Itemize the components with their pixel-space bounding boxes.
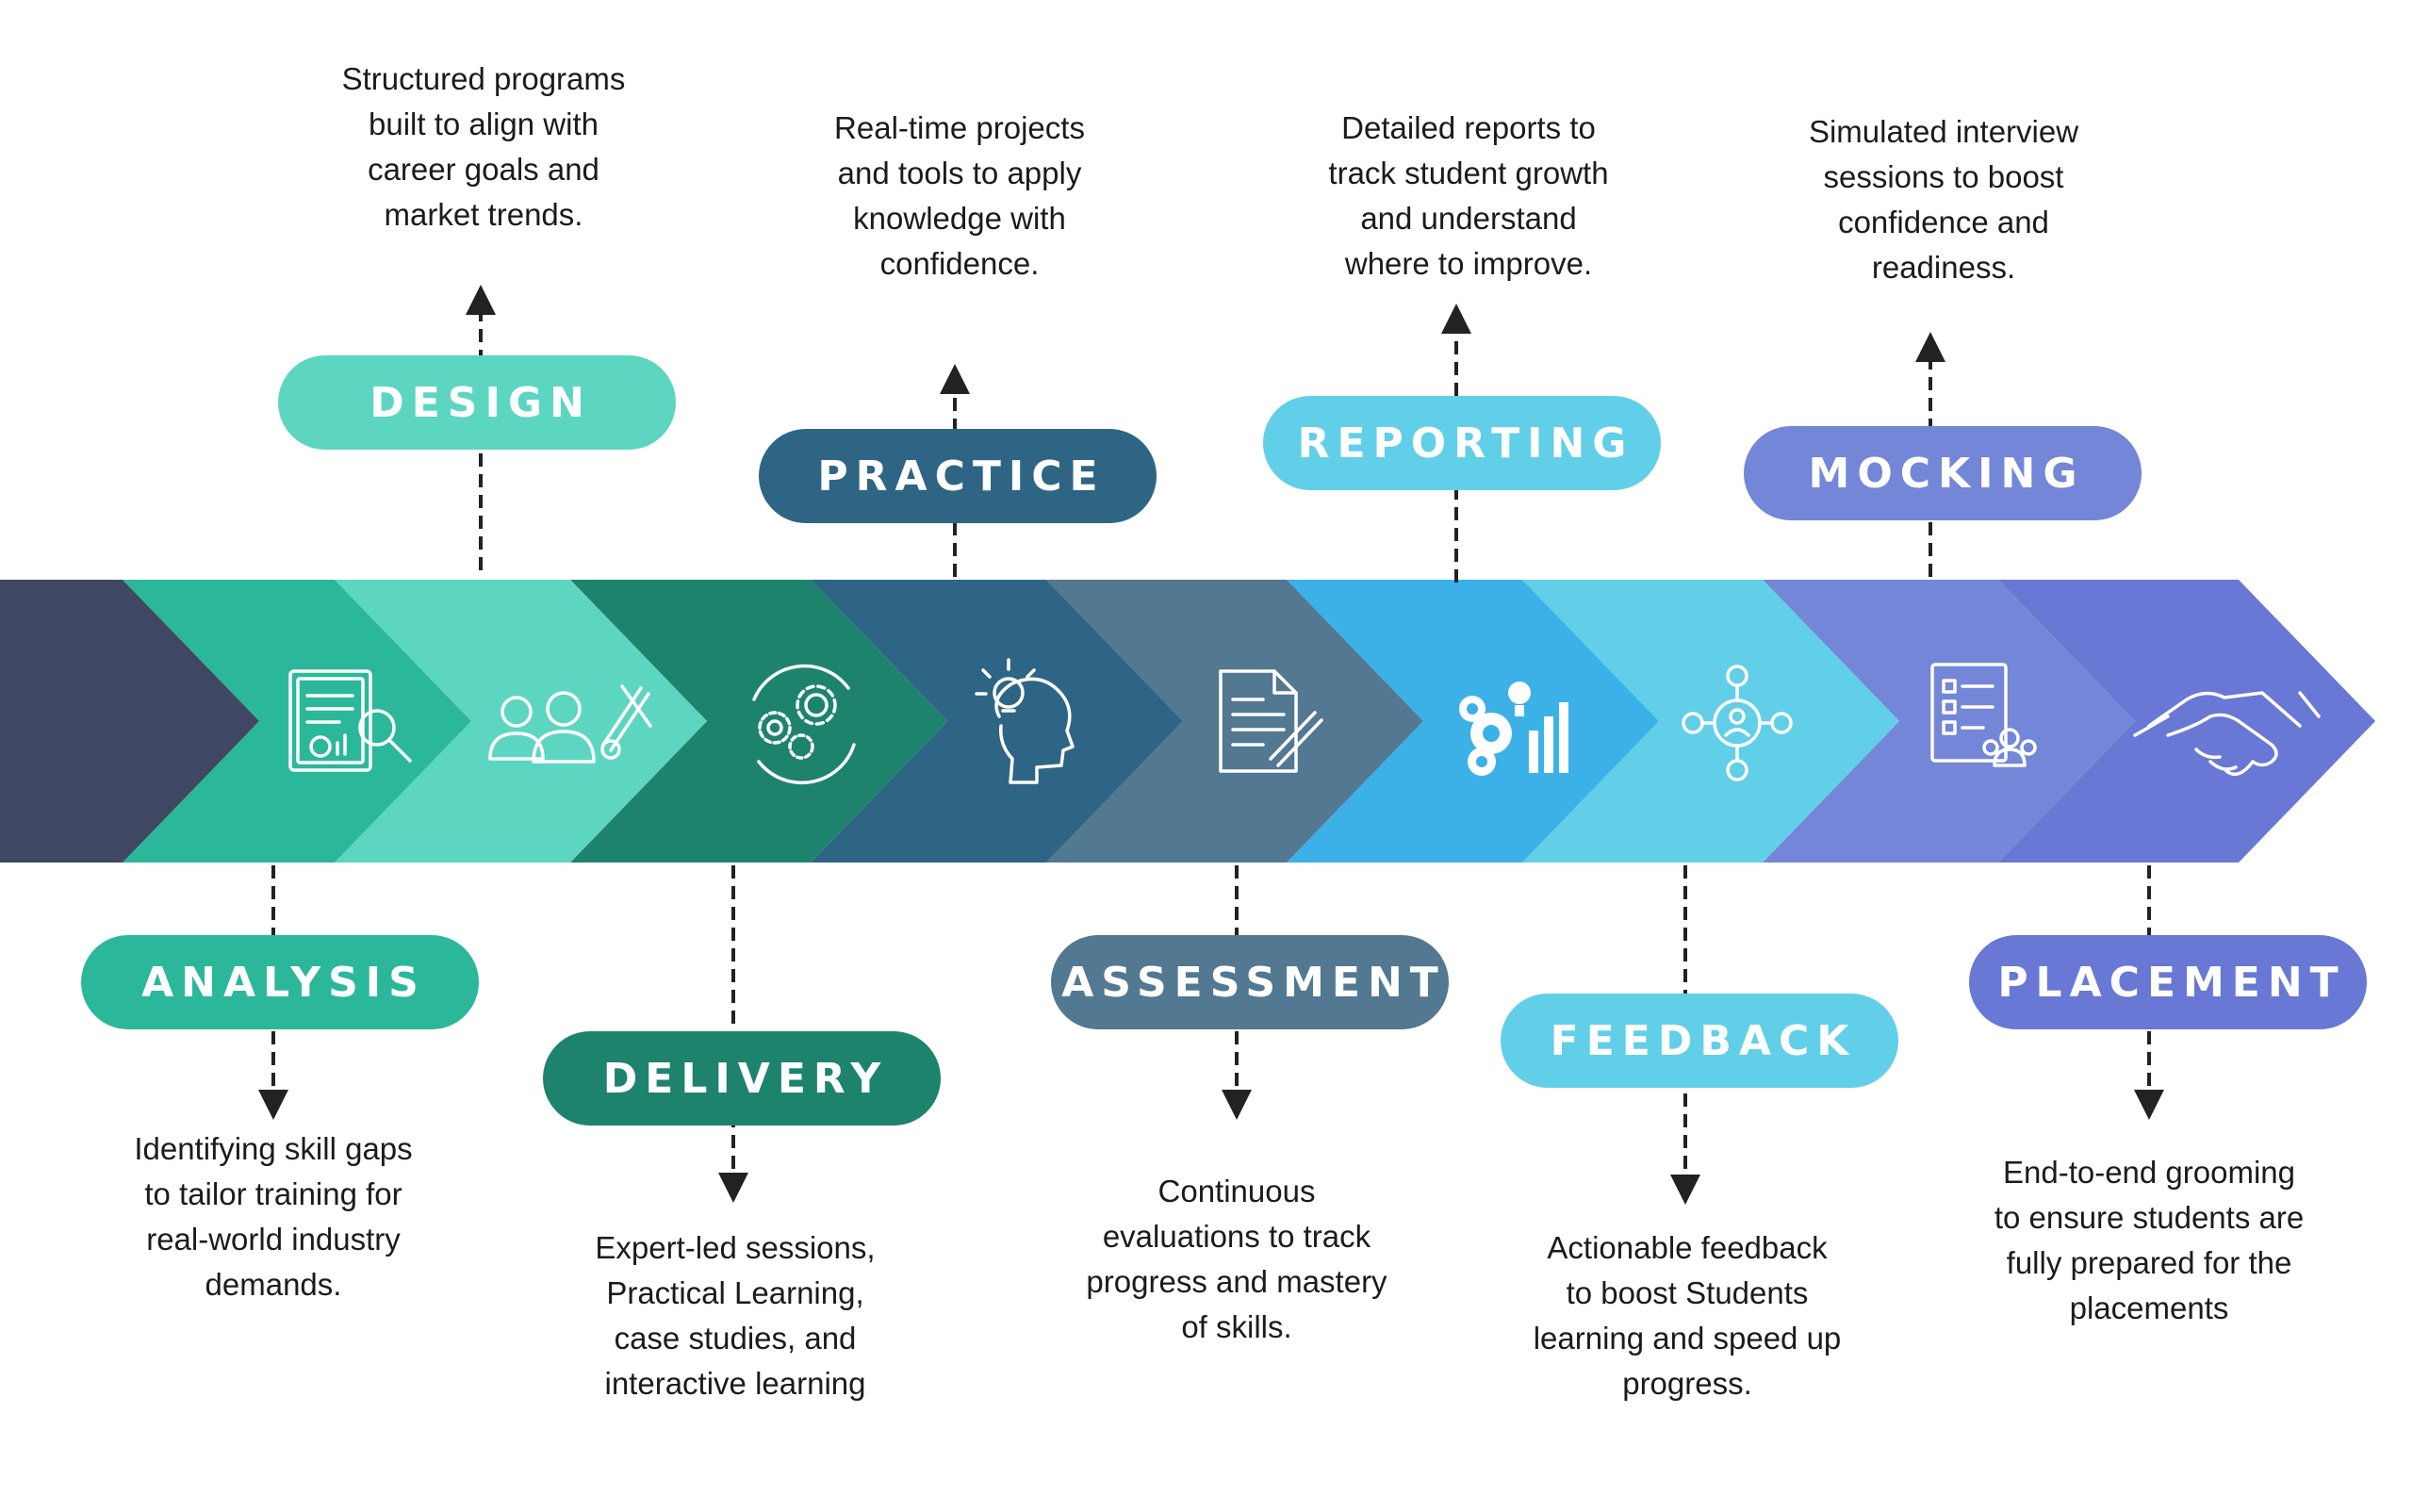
practice-pill: PRACTICE xyxy=(759,429,1157,523)
delivery-pill: DELIVERY xyxy=(543,1031,941,1126)
feedback-pill: FEEDBACK xyxy=(1501,994,1898,1088)
chevron-design xyxy=(335,580,707,863)
chevron-delivery xyxy=(570,580,947,863)
chevron-practice xyxy=(811,580,1183,863)
chevron-placement xyxy=(1998,580,2375,863)
chevron-feedback xyxy=(1522,580,1899,863)
mocking-pill: MOCKING xyxy=(1744,426,2142,520)
assessment-pill: ASSESSMENT xyxy=(1051,935,1449,1029)
placement-pill: PLACEMENT xyxy=(1969,935,2367,1029)
lightbulb-head-icon xyxy=(975,658,1075,784)
gears-cycle-icon xyxy=(752,664,856,785)
analysis-pill: ANALYSIS xyxy=(81,935,479,1029)
checklist-team-icon xyxy=(1930,663,2037,767)
handshake-icon xyxy=(2133,691,2321,777)
chevron-start xyxy=(0,580,259,863)
document-pen-icon xyxy=(1219,669,1323,773)
chevron-assessment xyxy=(1046,580,1423,863)
reporting-pill: REPORTING xyxy=(1263,396,1661,490)
report-analysis-icon xyxy=(288,669,412,772)
feedback-network-icon xyxy=(1682,665,1793,781)
design-pill: DESIGN xyxy=(278,355,676,450)
delivery-description: Expert-led sessions,Practical Learning,c… xyxy=(595,1230,876,1401)
team-tools-icon xyxy=(488,684,652,764)
